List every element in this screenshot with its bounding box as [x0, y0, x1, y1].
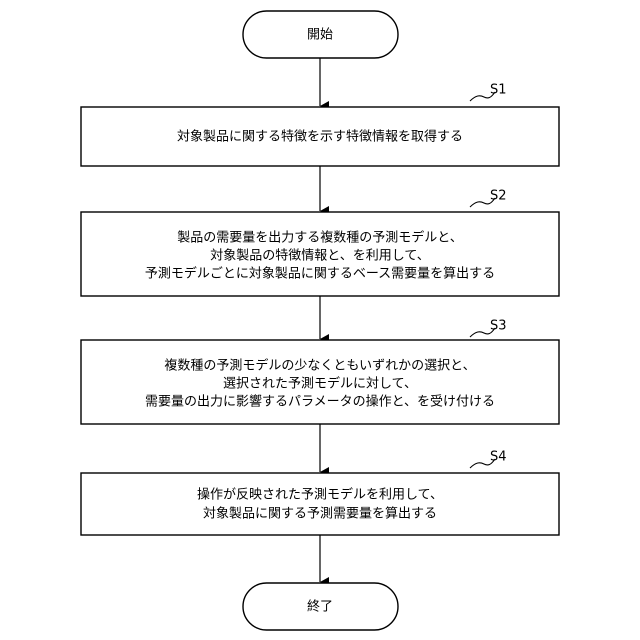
- start-terminal: 開始: [243, 11, 398, 58]
- end-terminal: 終了: [243, 583, 398, 630]
- step-s4-line-1: 操作が反映された予測モデルを利用して、: [197, 487, 443, 503]
- step-s3-line-2: 選択された予測モデルに対して、: [223, 376, 417, 392]
- end-label: 終了: [307, 599, 333, 615]
- step-s3-line-1: 複数種の予測モデルの少なくともいずれかの選択と、: [164, 358, 475, 374]
- step-s2-line-2: 対象製品の特徴情報と、を利用して、: [210, 249, 429, 264]
- step-s4-line-2: 対象製品に関する予測需要量を算出する: [203, 507, 437, 522]
- start-label: 開始: [307, 28, 333, 43]
- step-s4-box: [81, 473, 559, 535]
- step-s2-line-3: 予測モデルごとに対象製品に関するベース需要量を算出する: [145, 266, 495, 282]
- step-s2-line-1: 製品の需要量を出力する複数種の予測モデルと、: [177, 230, 462, 246]
- step-s1-line-1: 対象製品に関する特徴を示す特徴情報を取得する: [177, 129, 463, 145]
- step-s3-line-3: 需要量の出力に影響するパラメータの操作と、を受け付ける: [145, 394, 495, 410]
